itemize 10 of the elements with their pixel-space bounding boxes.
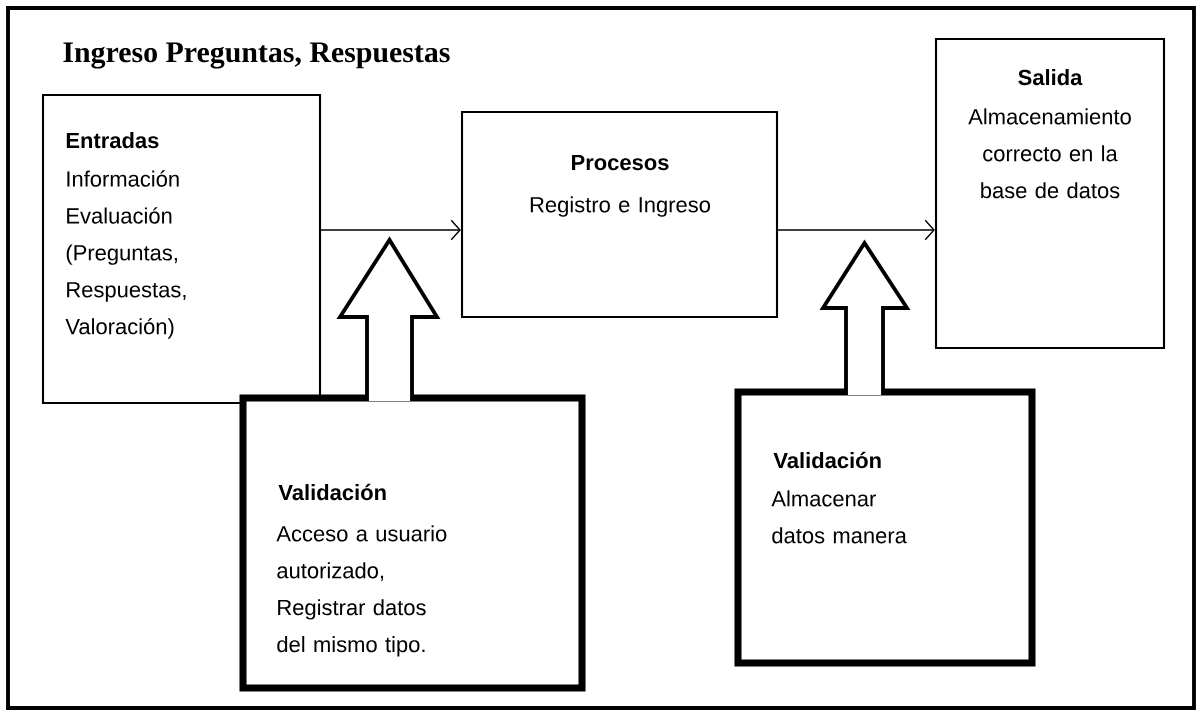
title: Ingreso Preguntas, Respuestas bbox=[63, 42, 450, 69]
block-arrow bbox=[336, 236, 441, 403]
process-box: Validación Almacenar datos manera bbox=[734, 388, 1036, 667]
block-arrow bbox=[819, 239, 911, 397]
process-box: Entradas Información Evaluación (Preguntas, Respuestas, Valoración) bbox=[41, 93, 322, 405]
process-box: Validación Acceso a usuario autorizado, Registrar datos del mismo tipo. bbox=[239, 394, 586, 692]
process-box: Procesos Registro e Ingreso bbox=[460, 110, 779, 319]
process-box: Salida Almacenamiento correcto en la base de datos bbox=[934, 37, 1166, 350]
arrow bbox=[320, 219, 461, 241]
arrow bbox=[777, 219, 935, 241]
